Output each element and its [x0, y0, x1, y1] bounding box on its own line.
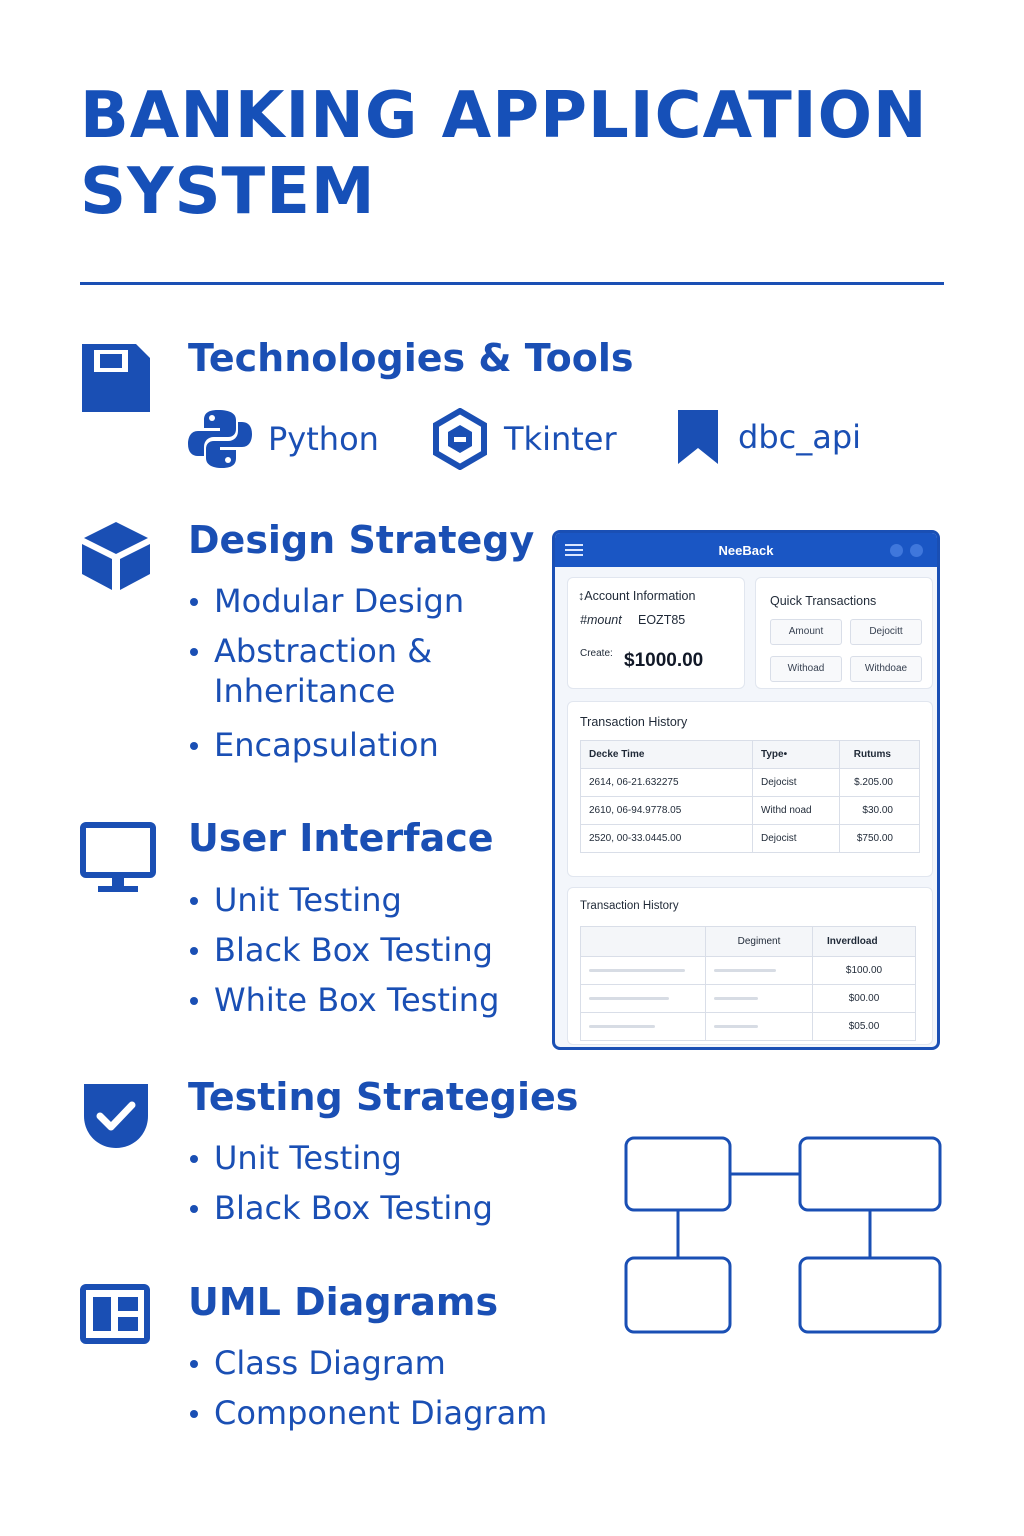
placeholder-cell — [580, 956, 706, 985]
table-row[interactable]: $05.00 — [580, 1012, 916, 1041]
tech-item-python: Python — [188, 408, 379, 470]
account-balance: $1000.00 — [624, 650, 704, 671]
list-item-continuation: Inheritance — [214, 672, 396, 710]
transaction-history-heading-2: Transaction History — [580, 900, 679, 912]
section-heading-testing: Testing Strategies — [188, 1075, 579, 1119]
list-item: Unit Testing — [188, 1133, 493, 1183]
column-header[interactable]: Type• — [752, 740, 840, 769]
column-header[interactable] — [580, 926, 706, 957]
quick-transactions-card: Quick Transactions Amount Dejocitt Witho… — [755, 577, 933, 689]
tech-label-python: Python — [268, 420, 379, 458]
account-field-label: #mount — [580, 613, 622, 627]
list-item: Component Diagram — [188, 1388, 547, 1438]
layout-grid-icon — [80, 1284, 150, 1344]
table-cell: $05.00 — [812, 1012, 916, 1041]
table-cell: Dejocist — [752, 824, 840, 853]
table-cell: 2520, 00-33.0445.00 — [580, 824, 753, 853]
page-title: BANKING APPLICATION SYSTEM — [80, 78, 960, 230]
title-line-2: SYSTEM — [80, 155, 376, 229]
transaction-history-card-2: Transaction History Degiment Inverdload … — [567, 887, 933, 1045]
table-cell: Withd noad — [752, 796, 840, 825]
table-cell: $30.00 — [839, 796, 920, 825]
list-item: Encapsulation — [188, 720, 439, 770]
tech-label-dbc-api: dbc_api — [738, 418, 862, 456]
tech-item-tkinter: Tkinter — [432, 408, 617, 470]
account-field-value: EOZT85 — [638, 613, 686, 627]
table-row[interactable]: 2520, 00-33.0445.00 Dejocist $750.00 — [580, 824, 920, 853]
column-header[interactable]: Rutums — [839, 740, 920, 769]
table-cell: $00.00 — [812, 984, 916, 1013]
title-divider — [80, 282, 944, 285]
placeholder-cell — [580, 984, 706, 1013]
window-control-icon[interactable] — [890, 544, 903, 557]
table-row[interactable]: $00.00 — [580, 984, 916, 1013]
list-item: Unit Testing — [188, 875, 499, 925]
quick-transactions-heading: Quick Transactions — [770, 594, 877, 608]
design-list: Modular Design Abstraction & — [188, 576, 464, 676]
placeholder-cell — [705, 984, 813, 1013]
tkinter-hex-icon — [433, 408, 487, 470]
cube-icon — [80, 520, 152, 592]
table-row[interactable]: $100.00 — [580, 956, 916, 985]
design-list-2: Encapsulation — [188, 720, 439, 770]
floppy-disk-icon — [80, 342, 152, 414]
placeholder-cell — [705, 1012, 813, 1041]
table-header-row: Decke Time Type• Rutums — [580, 740, 920, 769]
account-info-card: ↕Account Information #mount EOZT85 Creat… — [567, 577, 745, 689]
shield-check-icon — [80, 1080, 152, 1152]
uml-list: Class Diagram Component Diagram — [188, 1338, 547, 1438]
list-item: Modular Design — [188, 576, 464, 626]
tech-label-tkinter: Tkinter — [504, 420, 617, 458]
bookmark-icon — [678, 410, 718, 464]
table-row[interactable]: 2610, 06-94.9778.05 Withd noad $30.00 — [580, 796, 920, 825]
tech-item-dbc-api: dbc_api — [674, 408, 861, 466]
table-cell: Dejocist — [752, 768, 840, 797]
window-title: NeeBack — [718, 543, 774, 558]
menu-icon[interactable] — [565, 544, 583, 559]
list-item: White Box Testing — [188, 975, 499, 1025]
table-cell: 2614, 06-21.632275 — [580, 768, 753, 797]
list-item: Black Box Testing — [188, 925, 499, 975]
uml-diagram-illustration — [624, 1136, 942, 1334]
transaction-table-2: Degiment Inverdload $100.00 $00.00 $05.0… — [580, 926, 916, 1041]
deposit-button[interactable]: Dejocitt — [850, 619, 922, 645]
placeholder-cell — [705, 956, 813, 985]
ui-list: Unit Testing Black Box Testing White Box… — [188, 875, 499, 1025]
title-line-1: BANKING APPLICATION — [80, 79, 928, 153]
list-item: Abstraction & — [188, 626, 464, 676]
python-logo-icon — [188, 410, 252, 468]
section-heading-ui: User Interface — [188, 816, 494, 860]
list-item: Black Box Testing — [188, 1183, 493, 1233]
column-header[interactable]: Degiment — [705, 926, 813, 957]
window-titlebar: NeeBack — [555, 533, 937, 567]
account-info-heading: ↕Account Information — [578, 589, 696, 603]
table-cell: $100.00 — [812, 956, 916, 985]
withdraw-button[interactable]: Withoad — [770, 656, 842, 682]
section-heading-design: Design Strategy — [188, 518, 535, 562]
placeholder-cell — [580, 1012, 706, 1041]
section-heading-tech: Technologies & Tools — [188, 336, 634, 380]
section-heading-uml: UML Diagrams — [188, 1280, 499, 1324]
monitor-icon — [80, 822, 156, 896]
amount-button[interactable]: Amount — [770, 619, 842, 645]
transaction-history-card: Transaction History Decke Time Type• Rut… — [567, 701, 933, 877]
column-header[interactable]: Decke Time — [580, 740, 753, 769]
testing-list: Unit Testing Black Box Testing — [188, 1133, 493, 1233]
table-cell: $750.00 — [839, 824, 920, 853]
withdraw-alt-button[interactable]: Withdoae — [850, 656, 922, 682]
table-header-row: Degiment Inverdload — [580, 926, 916, 957]
app-window-mockup: NeeBack ↕Account Information #mount EOZT… — [552, 530, 940, 1050]
table-cell: $.205.00 — [839, 768, 920, 797]
list-item: Class Diagram — [188, 1338, 547, 1388]
transaction-table: Decke Time Type• Rutums 2614, 06-21.6322… — [580, 740, 920, 853]
table-row[interactable]: 2614, 06-21.632275 Dejocist $.205.00 — [580, 768, 920, 797]
transaction-history-heading: Transaction History — [580, 715, 688, 729]
window-control-icon[interactable] — [910, 544, 923, 557]
column-header[interactable]: Inverdload — [812, 926, 916, 957]
table-cell: 2610, 06-94.9778.05 — [580, 796, 753, 825]
create-label: Create: — [580, 648, 613, 659]
